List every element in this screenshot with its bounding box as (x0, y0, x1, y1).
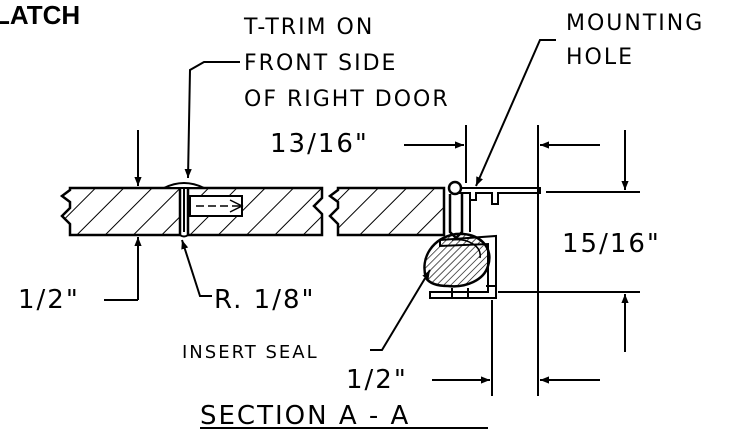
insert-seal-label: INSERT SEAL (182, 342, 319, 363)
right-door-panel (327, 186, 446, 237)
t-trim-label: T-TRIM ON FRONT SIDE OF RIGHT DOOR (243, 15, 450, 112)
leader-lines (104, 39, 556, 351)
svg-text:OF RIGHT DOOR: OF RIGHT DOOR (244, 87, 450, 112)
svg-text:MOUNTING: MOUNTING (566, 11, 704, 36)
dimension-half-left: 1/2" (18, 285, 80, 315)
svg-text:T-TRIM ON: T-TRIM ON (243, 15, 374, 40)
radius-label: R. 1/8" (214, 285, 315, 315)
dimension-13-16: 13/16" (270, 129, 369, 159)
header-title: LATCH (0, 0, 80, 30)
insert-seal (423, 232, 491, 288)
dimension-arrows (134, 130, 629, 384)
section-title: SECTION A - A (200, 401, 488, 431)
svg-text:HOLE: HOLE (566, 45, 634, 70)
svg-text:FRONT SIDE: FRONT SIDE (244, 51, 397, 76)
t-trim (163, 182, 205, 238)
left-door-panel (59, 186, 182, 237)
mounting-hole-label: MOUNTING HOLE (566, 11, 704, 70)
dimension-half-bottom: 1/2" (346, 365, 408, 395)
extension-lines (465, 125, 640, 396)
dimension-15-16: 15/16" (562, 229, 661, 259)
center-door-panel (186, 186, 324, 237)
svg-text:SECTION A - A: SECTION A - A (200, 401, 410, 431)
